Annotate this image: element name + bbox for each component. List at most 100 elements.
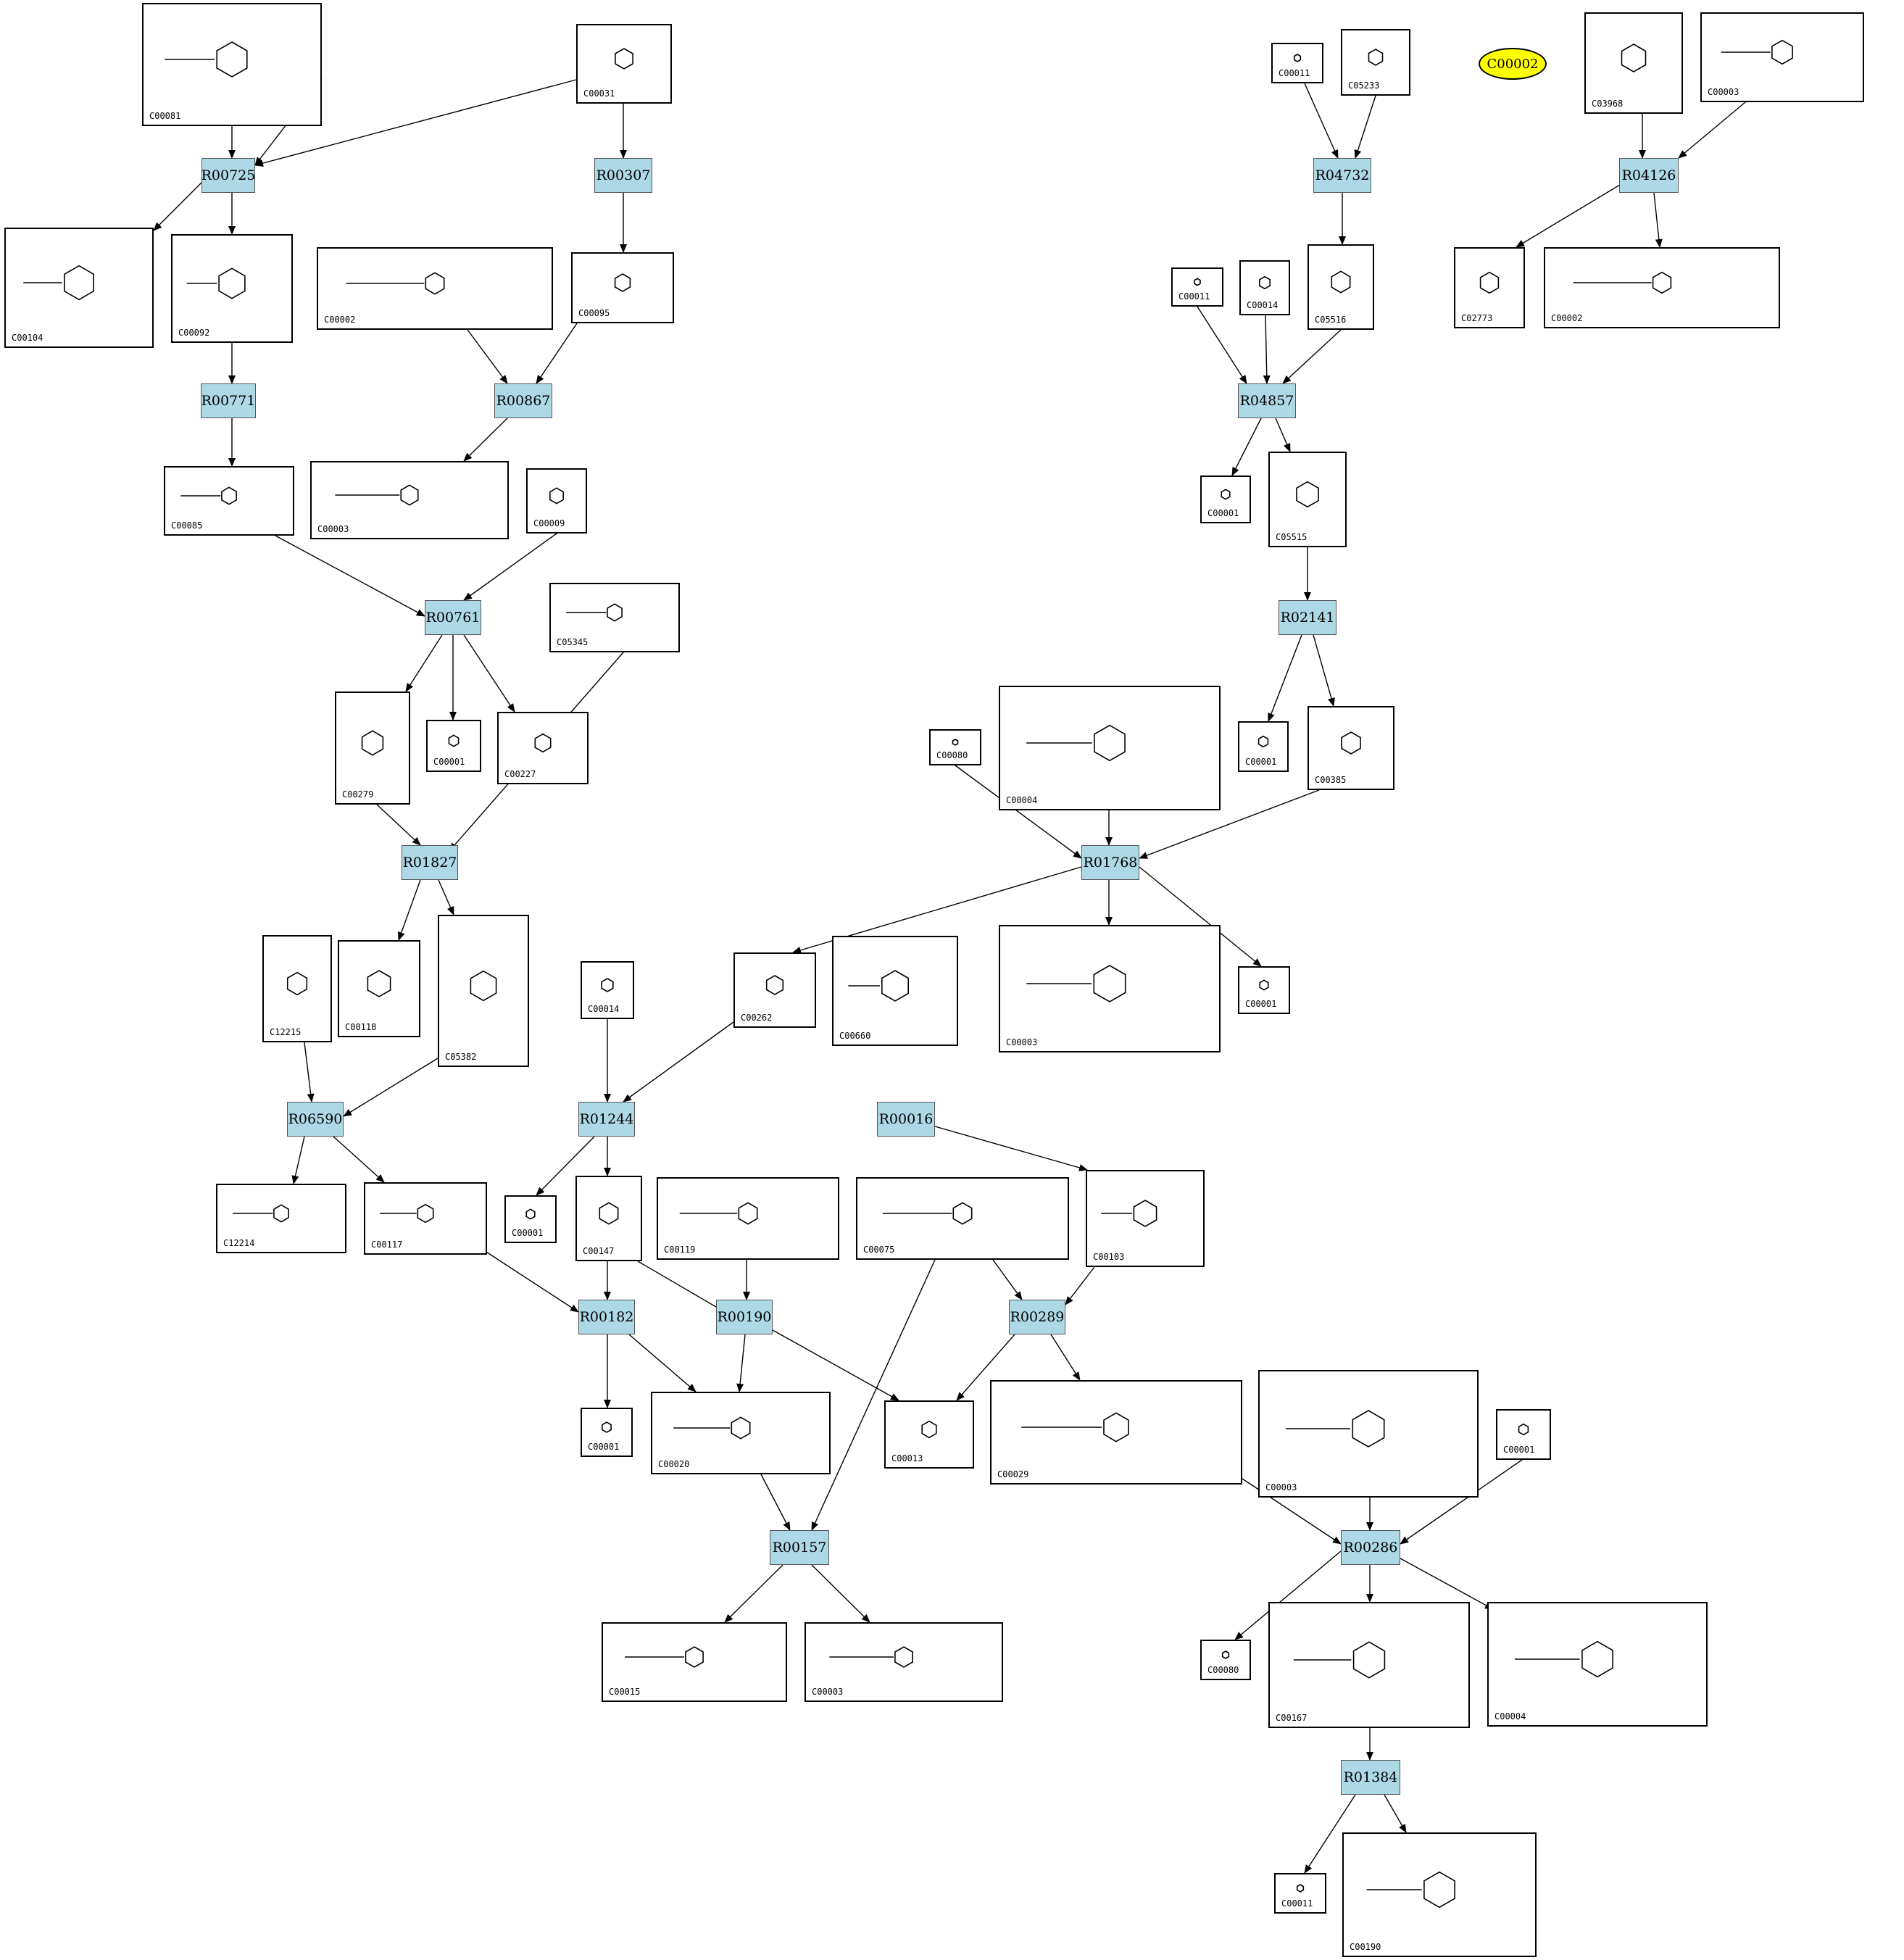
compound-box[interactable]: C00660 bbox=[832, 936, 958, 1046]
molecule-structure-icon bbox=[1000, 687, 1219, 809]
compound-box[interactable]: C00031 bbox=[576, 24, 672, 104]
compound-box[interactable]: C00003 bbox=[999, 925, 1221, 1052]
compound-box[interactable]: C00118 bbox=[338, 940, 420, 1037]
compound-box[interactable]: C05382 bbox=[438, 915, 529, 1067]
reaction-node[interactable]: R01244 bbox=[578, 1102, 635, 1137]
reaction-node[interactable]: R00761 bbox=[425, 600, 481, 635]
compound-box[interactable]: C00001 bbox=[1238, 966, 1290, 1014]
molecule-structure-icon bbox=[833, 937, 957, 1045]
reaction-edge bbox=[376, 804, 421, 846]
compound-box[interactable]: C00002 bbox=[317, 247, 553, 330]
molecule-structure-icon bbox=[551, 584, 678, 651]
compound-box[interactable]: C00147 bbox=[575, 1176, 642, 1261]
compound-box[interactable]: C00227 bbox=[497, 712, 589, 784]
compound-box[interactable]: C00092 bbox=[171, 234, 293, 343]
compound-box[interactable]: C00003 bbox=[1258, 1370, 1479, 1498]
reaction-node[interactable]: R04857 bbox=[1238, 383, 1296, 418]
reaction-edge bbox=[934, 1126, 1088, 1171]
compound-box[interactable]: C00014 bbox=[1239, 260, 1290, 315]
compound-box[interactable]: C05515 bbox=[1268, 452, 1347, 547]
compound-box[interactable]: C00190 bbox=[1342, 1832, 1537, 1957]
molecule-structure-icon bbox=[499, 713, 587, 783]
molecule-structure-icon bbox=[652, 1393, 829, 1473]
compound-box[interactable]: C00001 bbox=[504, 1195, 557, 1243]
reaction-node[interactable]: R00867 bbox=[494, 383, 552, 418]
reaction-node[interactable]: R01827 bbox=[402, 845, 458, 880]
compound-box[interactable]: C00167 bbox=[1268, 1602, 1470, 1728]
compound-id: C00003 bbox=[1265, 1482, 1297, 1492]
compound-box[interactable]: C05233 bbox=[1341, 29, 1410, 96]
compound-box[interactable]: C00003 bbox=[805, 1622, 1003, 1702]
compound-box[interactable]: C00001 bbox=[426, 720, 481, 772]
compound-box[interactable]: C05345 bbox=[549, 583, 680, 652]
compound-box[interactable]: C00004 bbox=[1487, 1602, 1708, 1727]
compound-box[interactable]: C00011 bbox=[1171, 267, 1223, 307]
compound-id: C00002 bbox=[1551, 313, 1583, 323]
compound-box[interactable]: C03968 bbox=[1584, 12, 1683, 114]
compound-box[interactable]: C12214 bbox=[216, 1184, 346, 1253]
reaction-node[interactable]: R01384 bbox=[1341, 1760, 1400, 1795]
compound-box[interactable]: C00262 bbox=[733, 952, 816, 1028]
compound-box[interactable]: C00080 bbox=[1200, 1640, 1251, 1680]
compound-box[interactable]: C00011 bbox=[1274, 1873, 1326, 1914]
reaction-node[interactable]: R01768 bbox=[1081, 845, 1139, 880]
molecule-structure-icon bbox=[1000, 926, 1219, 1051]
compound-box[interactable]: C00119 bbox=[657, 1177, 839, 1260]
compound-box[interactable]: C00013 bbox=[884, 1400, 974, 1469]
compound-box[interactable]: C00009 bbox=[526, 468, 587, 533]
reaction-node[interactable]: R04732 bbox=[1313, 158, 1371, 193]
compound-box[interactable]: C00104 bbox=[4, 228, 154, 348]
compound-box[interactable]: C00279 bbox=[335, 692, 410, 805]
reaction-edge bbox=[1678, 101, 1746, 159]
compound-box[interactable]: C00020 bbox=[651, 1392, 831, 1474]
compound-box[interactable]: C00002 bbox=[1544, 247, 1780, 328]
reaction-node[interactable]: R00289 bbox=[1009, 1300, 1065, 1334]
highlighted-compound[interactable]: C00002 bbox=[1479, 48, 1547, 80]
reaction-node[interactable]: R00157 bbox=[770, 1530, 829, 1565]
compound-box[interactable]: C00029 bbox=[990, 1380, 1242, 1484]
compound-box[interactable]: C12215 bbox=[262, 935, 332, 1042]
reaction-node[interactable]: R04126 bbox=[1619, 158, 1679, 193]
compound-box[interactable]: C00004 bbox=[999, 686, 1221, 810]
compound-box[interactable]: C00117 bbox=[364, 1182, 487, 1255]
compound-box[interactable]: C05516 bbox=[1308, 244, 1374, 330]
compound-box[interactable]: C00080 bbox=[929, 729, 981, 765]
reaction-node[interactable]: R00725 bbox=[201, 158, 255, 193]
compound-box[interactable]: C00081 bbox=[142, 3, 322, 126]
reaction-node[interactable]: R06590 bbox=[287, 1102, 344, 1137]
compound-id: C00015 bbox=[609, 1687, 641, 1697]
reaction-node[interactable]: R00286 bbox=[1341, 1530, 1400, 1565]
compound-box[interactable]: C00003 bbox=[310, 461, 509, 539]
molecule-structure-icon bbox=[1273, 44, 1322, 82]
reaction-node[interactable]: R00307 bbox=[594, 158, 652, 193]
compound-box[interactable]: C00001 bbox=[1496, 1409, 1551, 1460]
compound-id: C05516 bbox=[1315, 315, 1347, 325]
compound-box[interactable]: C00001 bbox=[1238, 721, 1289, 772]
compound-box[interactable]: C00001 bbox=[581, 1408, 633, 1457]
molecule-structure-icon bbox=[658, 1179, 838, 1258]
compound-box[interactable]: C02773 bbox=[1454, 247, 1525, 328]
compound-id: C00092 bbox=[178, 328, 210, 338]
compound-box[interactable]: C00103 bbox=[1086, 1170, 1205, 1267]
compound-box[interactable]: C00011 bbox=[1271, 43, 1323, 83]
compound-box[interactable]: C00001 bbox=[1200, 476, 1251, 523]
compound-box[interactable]: C00014 bbox=[581, 961, 634, 1019]
reaction-edge bbox=[637, 1261, 726, 1313]
reaction-edge bbox=[811, 1564, 870, 1623]
compound-box[interactable]: C00075 bbox=[856, 1177, 1069, 1260]
reaction-node[interactable]: R00771 bbox=[201, 383, 256, 418]
reaction-node[interactable]: R00182 bbox=[578, 1300, 635, 1334]
molecule-structure-icon bbox=[1342, 30, 1409, 94]
reaction-node[interactable]: R02141 bbox=[1279, 600, 1336, 635]
compound-box[interactable]: C00085 bbox=[164, 466, 294, 536]
reaction-node[interactable]: R00190 bbox=[716, 1300, 773, 1334]
reaction-node[interactable]: R00016 bbox=[877, 1102, 935, 1137]
molecule-structure-icon bbox=[578, 25, 670, 102]
compound-id: C00117 bbox=[371, 1239, 403, 1250]
compound-box[interactable]: C00385 bbox=[1308, 706, 1394, 790]
molecule-structure-icon bbox=[806, 1624, 1002, 1701]
molecule-structure-icon bbox=[603, 1624, 786, 1701]
compound-box[interactable]: C00015 bbox=[602, 1622, 787, 1702]
compound-box[interactable]: C00095 bbox=[571, 252, 674, 323]
compound-box[interactable]: C00003 bbox=[1700, 12, 1864, 102]
